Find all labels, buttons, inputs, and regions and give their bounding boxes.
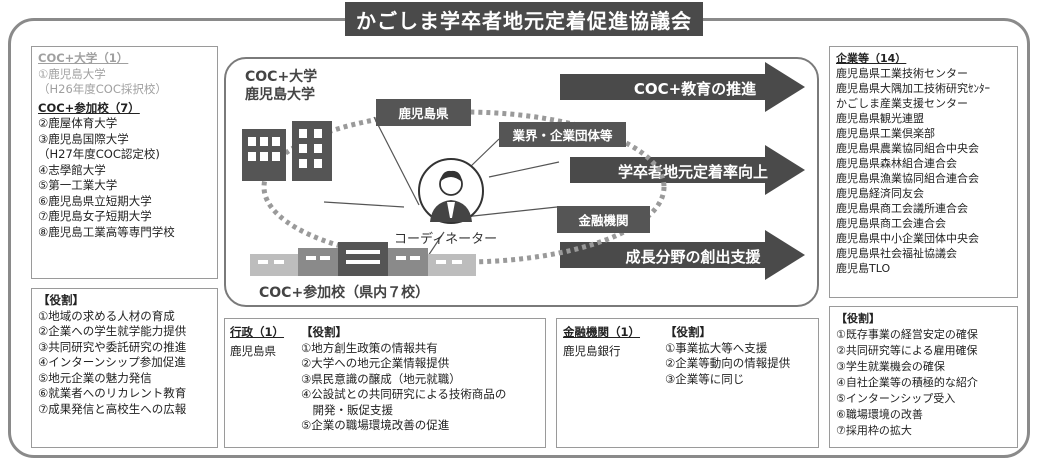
link-finance [488,161,560,178]
role-item: ④インターンシップ参加促進 [38,355,186,369]
university-roles-panel: 【役割】 ①地域の求める人材の育成 ②企業への学生就学能力提供 ③共同研究や委託… [31,288,218,448]
company-item: 鹿児島経済同友会 [836,187,924,200]
coordinator-person-icon [418,158,484,224]
arrow-shape [560,230,805,280]
company-role-item: ③学生就業機会の確保 [836,360,945,373]
link-pref [373,116,420,206]
company-item: 鹿児島県大隅加工技術研究ｾﾝﾀｰ [836,82,990,95]
partner-schools-building-icon [250,242,476,276]
company-role-item: ④自社企業等の積極的な紹介 [836,376,978,389]
partner-item: ④志學館大学 [38,162,106,177]
finance-item: 鹿児島銀行 [563,343,621,358]
gov-role-item: ⑤企業の職場環境改善の促進 [301,418,450,432]
gov-roles: 【役割】 ①地方創生政策の情報共有 ②大学への地元企業情報提供 ③県民意識の醸成… [301,325,506,434]
role-item: ①地域の求める人材の育成 [38,308,175,323]
partner-schools-header: COC+参加校（7） [38,100,140,115]
arrow-shape [560,62,805,112]
company-item: 鹿児島県漁業協同組合連合会 [836,172,979,185]
company-item: 鹿児島県工業倶楽部 [836,127,935,140]
page-title: かごしま学卒者地元定着促進協議会 [345,2,703,36]
role-item: ②企業への学生就学能力提供 [38,324,187,338]
company-role-item: ⑤インターンシップ受入 [836,392,956,405]
gov-roles-header: 【役割】 [301,325,347,339]
government-panel: 行政（1） 鹿児島県 【役割】 ①地方創生政策の情報共有 ②大学への地元企業情報… [224,318,546,448]
univ-item: ①鹿児島大学 [38,66,106,81]
coc-univ-line1: COC+大学 [245,69,318,85]
gov-role-item: 開発・販促支援 [301,402,393,417]
gov-item: 鹿児島県 [230,343,276,358]
role-item: ⑤地元企業の魅力発信 [38,370,152,385]
company-item: 鹿児島県観光連盟 [836,112,924,125]
gov-header-group: 行政（1） 鹿児島県 [230,325,284,359]
companies-panel: 企業等（14） 鹿児島県工業技術センター 鹿児島県大隅加工技術研究ｾﾝﾀｰ かご… [829,46,1018,298]
partner-item: ⑥鹿児島県立短期大学 [38,193,152,208]
univ-item: （H26年度COC採択校） [38,82,167,96]
gov-role-item: ②大学への地元企業情報提供 [301,356,450,370]
universities-panel: COC+大学（1） ①鹿児島大学 （H26年度COC採択校） COC+参加校（7… [31,46,218,279]
arrow-label-coc-education: COC+教育の推進 [633,80,757,98]
gov-role-item: ④公設試との共同研究による技術商品の [301,387,507,401]
company-item: 鹿児島県中小企業団体中央会 [836,232,979,245]
outcome-arrows [560,62,805,280]
companies-header: 企業等（14） [836,52,907,65]
finance-roles-header: 【役割】 [665,325,711,339]
roles-header: 【役割】 [38,293,84,307]
partner-item: ⑦鹿児島女子短期大学 [38,209,152,223]
partner-item: ⑤第一工業大学 [38,178,118,192]
company-item: 鹿児島県商工会議所連合会 [836,202,968,215]
company-item: 鹿児島県商工会連合会 [836,217,946,230]
finance-role-item: ①事業拡大等へ支援 [665,340,768,355]
company-role-item: ⑥職場環境の改善 [836,408,923,421]
role-item: ⑦成果発信と高校生への広報 [38,401,187,416]
node-kagoshima-pref: 鹿児島県 [376,99,471,126]
arrow-shape [570,145,805,195]
gov-header: 行政（1） [230,325,285,339]
company-item: 鹿児島TLO [836,262,891,275]
company-roles-panel: 【役割】 ①既存事業の経営安定の確保 ②共同研究等による雇用確保 ③学生就業機会… [829,306,1018,448]
finance-header-group: 金融機関（1） 鹿児島銀行 [563,325,640,359]
coc-univ-header: COC+大学（1） [38,51,129,65]
company-role-item: ②共同研究等による雇用確保 [836,344,978,357]
node-financial-institutions: 金融機関 [557,206,650,233]
partner-item: ②鹿屋体育大学 [38,116,118,130]
partner-item: ③鹿児島国際大学 [38,131,129,146]
company-item: 鹿児島県工業技術センター [836,67,968,80]
partner-schools-label: COC+参加校（県内７校） [259,285,430,301]
finance-header: 金融機関（1） [563,325,641,339]
gov-role-item: ③県民意識の醸成（地元就職） [301,371,461,386]
university-building-icon [242,121,332,181]
coc-univ-label: COC+大学 鹿児島大学 [245,68,317,104]
partner-item: （H27年度COC認定校) [38,147,160,161]
company-item: 鹿児島県社会福祉協議会 [836,247,957,260]
company-roles-header: 【役割】 [836,312,880,325]
finance-role-item: ③企業等に同じ [665,371,745,386]
role-item: ③共同研究や委託研究の推進 [38,339,187,354]
company-item: かごしま産業支援センター [836,97,968,110]
role-item: ⑥就業者へのリカレント教育 [38,386,187,400]
company-item: 鹿児島県農業協同組合中央会 [836,142,979,155]
gov-role-item: ①地方創生政策の情報共有 [301,340,438,355]
finance-panel: 金融機関（1） 鹿児島銀行 【役割】 ①事業拡大等へ支援 ②企業等動向の情報提供… [556,318,819,448]
partner-item: ⑧鹿児島工業高等専門学校 [38,224,175,239]
arrow-label-growth: 成長分野の創出支援 [625,248,761,266]
company-role-item: ①既存事業の経営安定の確保 [836,328,978,341]
finance-role-item: ②企業等動向の情報提供 [665,356,791,370]
finance-roles: 【役割】 ①事業拡大等へ支援 ②企業等動向の情報提供 ③企業等に同じ [665,325,790,387]
coc-univ-line2: 鹿児島大学 [245,87,315,103]
company-role-item: ⑦採用枠の拡大 [836,424,912,437]
arrow-label-retention: 学卒者地元定着率向上 [617,163,768,181]
coordinator-label: コーディネーター [394,232,498,247]
company-item: 鹿児島県森林組合連合会 [836,157,957,170]
node-industry-groups: 業界・企業団体等 [499,122,626,147]
